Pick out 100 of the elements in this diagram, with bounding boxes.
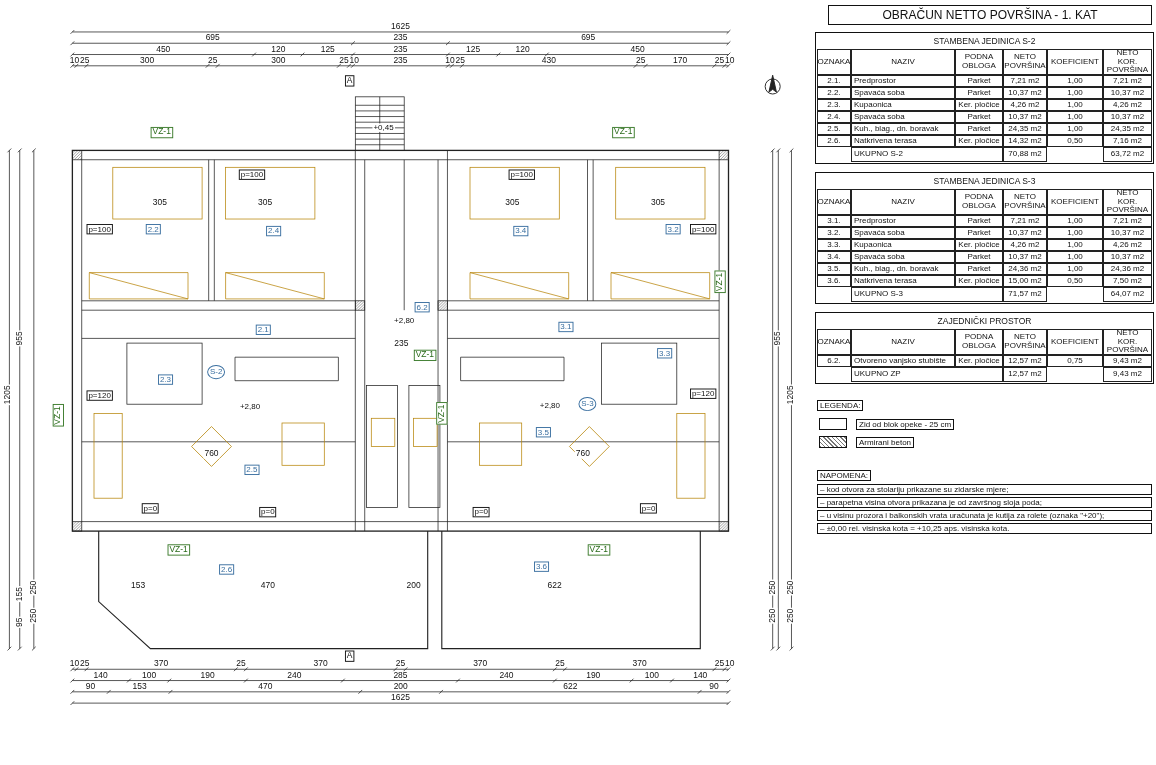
legend-title: LEGENDA: bbox=[817, 400, 864, 412]
table-cell: 4,26 m2 bbox=[1103, 99, 1152, 111]
table-cell: Predprostor bbox=[851, 215, 955, 227]
table-cell: 4,26 m2 bbox=[1003, 99, 1047, 111]
table-cell: 12,57 m2 bbox=[1003, 367, 1047, 382]
dimension-value: 10 bbox=[69, 659, 80, 668]
dimension-value: 305 bbox=[650, 198, 666, 208]
dimension-value: 25 bbox=[80, 659, 90, 668]
dimension-value: 955 bbox=[15, 330, 25, 347]
table-cell: Natkrivena terasa bbox=[851, 135, 955, 147]
table-cell: 10,37 m2 bbox=[1003, 87, 1047, 99]
table-cell: 10,37 m2 bbox=[1003, 251, 1047, 263]
dimension-value: 125 bbox=[320, 44, 335, 54]
total-label: UKUPNO ZP bbox=[851, 367, 1003, 382]
window-tag: VZ-1 bbox=[52, 404, 64, 427]
table-cell: 10,37 m2 bbox=[1003, 227, 1047, 239]
dimension-value: 760 bbox=[203, 449, 220, 459]
dimension-value: 25 bbox=[339, 55, 349, 65]
table-cell: Parket bbox=[955, 227, 1003, 239]
table-cell: 1,00 bbox=[1047, 99, 1103, 111]
table-cell: 4,26 m2 bbox=[1103, 239, 1152, 251]
dimension-value: 622 bbox=[546, 580, 563, 591]
note-text: – ±0,00 rel. visinska kota = +10,25 aps. visinska kota. bbox=[817, 523, 1152, 535]
table-cell: 1,00 bbox=[1047, 215, 1103, 227]
table-cell: 2.4. bbox=[817, 111, 851, 123]
table-cell: 3.2. bbox=[817, 227, 851, 239]
table-cell: Ker. pločice bbox=[955, 355, 1003, 367]
column-header: OZNAKA bbox=[817, 49, 851, 75]
table-cell: 7,16 m2 bbox=[1103, 135, 1152, 147]
dimension-value: 235 bbox=[393, 44, 408, 54]
table-cell: 2.3. bbox=[817, 99, 851, 111]
table-cell: 1,00 bbox=[1047, 111, 1103, 123]
table-cell: Spavaća soba bbox=[851, 87, 955, 99]
table-cell: 15,00 m2 bbox=[1003, 275, 1047, 287]
section-marker: A bbox=[344, 75, 355, 87]
window-tag: VZ-1 bbox=[167, 544, 190, 556]
table-cell: 10,37 m2 bbox=[1103, 87, 1152, 99]
dimension-value: 370 bbox=[632, 659, 647, 668]
table-cell: 1,00 bbox=[1047, 263, 1103, 275]
dimension-value: 95 bbox=[15, 616, 25, 628]
dimension-value: 153 bbox=[130, 580, 147, 591]
dimension-value: 305 bbox=[504, 198, 521, 208]
dimension-value: 470 bbox=[259, 580, 276, 591]
dimension-value: 25 bbox=[395, 659, 406, 668]
table-cell: Parket bbox=[955, 75, 1003, 87]
table-cell: Spavaća soba bbox=[851, 227, 955, 239]
table-cell: Parket bbox=[955, 123, 1003, 135]
dimension-value: 100 bbox=[644, 670, 659, 680]
dimension-value: 695 bbox=[205, 33, 220, 42]
table-cell: Spavaća soba bbox=[851, 111, 955, 123]
column-header: NETO POVRŠINA bbox=[1003, 329, 1047, 355]
table-cell: 7,21 m2 bbox=[1103, 215, 1152, 227]
dimension-value: 240 bbox=[287, 670, 302, 680]
table-cell: Predprostor bbox=[851, 75, 955, 87]
table-cell: Parket bbox=[955, 215, 1003, 227]
dimension-value: 10 bbox=[445, 55, 455, 65]
table-cell: 63,72 m2 bbox=[1103, 147, 1152, 162]
table-cell: 10,37 m2 bbox=[1003, 111, 1047, 123]
table-cell: Parket bbox=[955, 263, 1003, 275]
table-cell: 10,37 m2 bbox=[1103, 111, 1152, 123]
dimension-value: 90 bbox=[85, 681, 96, 691]
dimension-value: 955 bbox=[773, 330, 783, 347]
dimension-value: 285 bbox=[393, 670, 408, 680]
window-tag: VZ-1 bbox=[436, 402, 448, 425]
column-header: KOEFICIENT bbox=[1047, 189, 1103, 215]
dimension-value: 25 bbox=[714, 659, 725, 668]
dimension-value: 90 bbox=[709, 681, 719, 691]
dimension-value: 1625 bbox=[391, 22, 410, 31]
table-cell: Kupaonica bbox=[851, 99, 955, 111]
dimension-value: 25 bbox=[555, 659, 565, 668]
dimension-value: 190 bbox=[586, 670, 601, 680]
dimension-value: 300 bbox=[140, 55, 155, 65]
table-cell: 7,21 m2 bbox=[1003, 215, 1047, 227]
table-cell: 24,35 m2 bbox=[1003, 123, 1047, 135]
table-cell: 6.2. bbox=[817, 355, 851, 367]
table-cell: Kuh., blag., dn. boravak bbox=[851, 123, 955, 135]
dimension-value: 305 bbox=[257, 198, 274, 208]
dimension-value: 10 bbox=[725, 659, 735, 668]
dimension-value: 370 bbox=[313, 659, 328, 668]
table-cell: 3.5. bbox=[817, 263, 851, 275]
dimension-value: 370 bbox=[154, 659, 169, 668]
dimension-value: 25 bbox=[80, 55, 90, 65]
dimension-value: 450 bbox=[156, 44, 171, 54]
table-cell: Kuh., blag., dn. boravak bbox=[851, 263, 955, 275]
table-cell: 2.2. bbox=[817, 87, 851, 99]
notes-title: NAPOMENA: bbox=[817, 470, 871, 482]
table-cell: 4,26 m2 bbox=[1003, 239, 1047, 251]
dimension-value: 125 bbox=[466, 44, 481, 54]
note-text: – u visinu prozora i balkonskih vrata uračunata je kutija za rolete (oznaka "+20"); bbox=[817, 510, 1152, 522]
dimension-value: 235 bbox=[393, 339, 410, 349]
column-header: NETO KOR. POVRŠINA bbox=[1103, 329, 1152, 355]
column-header: KOEFICIENT bbox=[1047, 49, 1103, 75]
table-cell: 64,07 m2 bbox=[1103, 287, 1152, 302]
section-marker: A bbox=[344, 650, 355, 662]
table-cell: 10,37 m2 bbox=[1103, 227, 1152, 239]
dimension-value: 305 bbox=[151, 198, 168, 208]
table-cell: 2.6. bbox=[817, 135, 851, 147]
dimension-value: 250 bbox=[29, 607, 39, 624]
window-tag: VZ-1 bbox=[150, 126, 173, 139]
table-cell: 7,50 m2 bbox=[1103, 275, 1152, 287]
